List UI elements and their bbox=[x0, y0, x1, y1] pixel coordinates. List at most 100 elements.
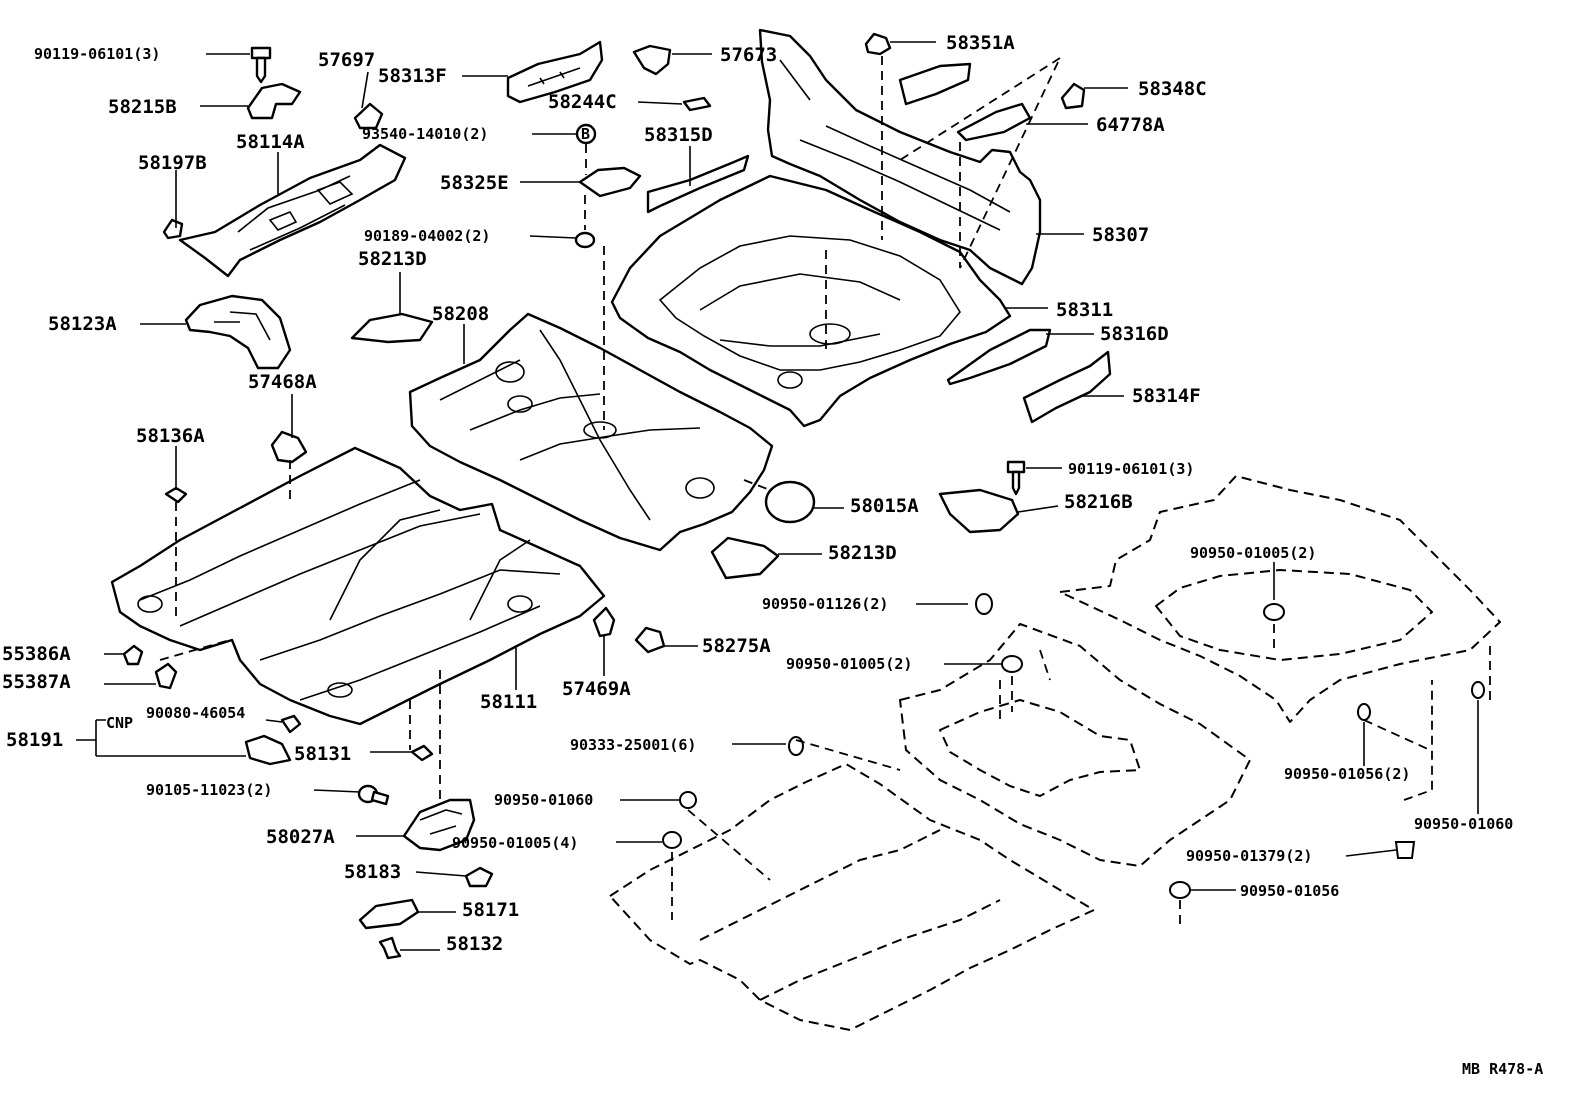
part-58313f-brace bbox=[506, 40, 604, 104]
part-58123a-panel bbox=[184, 294, 292, 370]
callout-57697: 57697 bbox=[318, 49, 375, 71]
callout-58191: 58191 bbox=[6, 729, 63, 751]
bubble-b-icon bbox=[575, 123, 597, 145]
callout-58213d-b: 58213D bbox=[828, 542, 897, 564]
callout-58275a: 58275A bbox=[702, 635, 771, 657]
callout-90950-01126: 90950-01126(2) bbox=[762, 595, 888, 613]
bubble-b-letter: B bbox=[581, 125, 590, 143]
callout-90080-46054: 90080-46054 bbox=[146, 704, 245, 722]
part-64778a-cover bbox=[956, 102, 1032, 142]
callout-55387a: 55387A bbox=[2, 671, 71, 693]
callout-labels: 90119-06101(3) 57697 58313F 57673 58351A… bbox=[2, 32, 1543, 1078]
part-58131-clip bbox=[410, 744, 434, 762]
callout-58325e: 58325E bbox=[440, 172, 509, 194]
callout-90950-01056-a: 90950-01056(2) bbox=[1284, 765, 1410, 783]
grommet-icon bbox=[574, 231, 596, 249]
callout-57469a: 57469A bbox=[562, 678, 631, 700]
callout-55386a: 55386A bbox=[2, 643, 71, 665]
callout-58114a: 58114A bbox=[236, 131, 305, 153]
part-58215b-bracket bbox=[246, 82, 302, 120]
floor-silencer-center bbox=[899, 623, 1251, 867]
part-58171-plate bbox=[358, 898, 420, 930]
callout-58244c: 58244C bbox=[548, 91, 617, 113]
callout-93540-14010: 93540-14010(2) bbox=[362, 125, 488, 143]
part-58183-clip bbox=[464, 866, 494, 888]
part-58132-clip bbox=[378, 936, 402, 960]
callout-58307: 58307 bbox=[1092, 224, 1149, 246]
part-58316d-rail bbox=[946, 328, 1052, 386]
leader-lines bbox=[76, 41, 1479, 951]
callout-58111: 58111 bbox=[480, 691, 537, 713]
callout-57468a: 57468A bbox=[248, 371, 317, 393]
part-58027a-bracket bbox=[402, 798, 476, 852]
callout-90105-11023: 90105-11023(2) bbox=[146, 781, 272, 799]
callout-90950-01060-b: 90950-01060 bbox=[1414, 815, 1513, 833]
callout-58215b: 58215B bbox=[108, 96, 177, 118]
part-58191-plate bbox=[244, 734, 292, 766]
part-58216b-bracket bbox=[938, 488, 1020, 534]
callout-90189-04002: 90189-04002(2) bbox=[364, 227, 490, 245]
part-55387a-clip bbox=[154, 662, 178, 690]
part-58351a-clip bbox=[864, 32, 892, 56]
callout-90333-25001: 90333-25001(6) bbox=[570, 736, 696, 754]
part-58111-front-floor bbox=[110, 446, 606, 726]
part-58015a-plug bbox=[764, 480, 816, 524]
part-panel-cover bbox=[898, 62, 972, 106]
part-55386a-clip bbox=[122, 644, 144, 666]
callout-58183: 58183 bbox=[344, 861, 401, 883]
callout-58311: 58311 bbox=[1056, 299, 1113, 321]
callout-90950-01005-c: 90950-01005(4) bbox=[452, 834, 578, 852]
floor-silencer-rear bbox=[1059, 475, 1501, 723]
part-58275a-clip bbox=[634, 626, 666, 654]
callout-58314f: 58314F bbox=[1132, 385, 1201, 407]
callout-57673: 57673 bbox=[720, 44, 777, 66]
figure-code: MB R478-A bbox=[1462, 1060, 1543, 1078]
part-58325e-plate bbox=[578, 166, 642, 198]
callout-cnp: CNP bbox=[106, 714, 133, 732]
callout-90119-06101-b: 90119-06101(3) bbox=[1068, 460, 1194, 478]
floor-silencer-front bbox=[609, 763, 1095, 1031]
part-58307-rear-panel bbox=[758, 28, 1042, 286]
callout-58027a: 58027A bbox=[266, 826, 335, 848]
callout-90119-06101-a: 90119-06101(3) bbox=[34, 45, 160, 63]
callout-58136a: 58136A bbox=[136, 425, 205, 447]
part-58314f-rail bbox=[1022, 350, 1112, 424]
callout-58316d: 58316D bbox=[1100, 323, 1169, 345]
part-58197b-clip bbox=[162, 218, 184, 240]
callout-58131: 58131 bbox=[294, 743, 351, 765]
callout-58171: 58171 bbox=[462, 899, 519, 921]
part-58315d-rail bbox=[646, 154, 750, 214]
callout-90950-01005-b: 90950-01005(2) bbox=[786, 655, 912, 673]
callout-64778a: 64778A bbox=[1096, 114, 1165, 136]
callout-58315d: 58315D bbox=[644, 124, 713, 146]
bolt-icon bbox=[357, 784, 390, 806]
bolt-icon bbox=[280, 714, 302, 734]
part-58213d-bracket bbox=[350, 312, 434, 344]
part-58213d-lower-bracket bbox=[710, 536, 780, 580]
callout-90950-01060-a: 90950-01060 bbox=[494, 791, 593, 809]
callout-58123a: 58123A bbox=[48, 313, 117, 335]
callout-58213d-a: 58213D bbox=[358, 248, 427, 270]
part-58244c-pad bbox=[682, 96, 712, 112]
part-58136a-clip bbox=[164, 486, 188, 504]
callout-58216b: 58216B bbox=[1064, 491, 1133, 513]
callout-58348c: 58348C bbox=[1138, 78, 1207, 100]
bolt-icon bbox=[1006, 460, 1026, 496]
callout-58015a: 58015A bbox=[850, 495, 919, 517]
assembly-guide-lines bbox=[159, 56, 1491, 930]
part-58208-center-floor bbox=[408, 312, 774, 552]
bolt-icon bbox=[250, 46, 272, 84]
callout-58208: 58208 bbox=[432, 303, 489, 325]
part-57468a-bracket bbox=[270, 430, 308, 464]
callout-90950-01379: 90950-01379(2) bbox=[1186, 847, 1312, 865]
callout-90950-01056-b: 90950-01056 bbox=[1240, 882, 1339, 900]
callout-58197b: 58197B bbox=[138, 152, 207, 174]
part-57697-clip bbox=[353, 102, 384, 130]
callout-58313f: 58313F bbox=[378, 65, 447, 87]
callout-90950-01005-a: 90950-01005(2) bbox=[1190, 544, 1316, 562]
part-57469a-bracket bbox=[592, 606, 616, 638]
part-58114a-member bbox=[178, 143, 407, 278]
part-57673-cap bbox=[632, 44, 672, 76]
part-58348c-clip bbox=[1060, 82, 1086, 110]
